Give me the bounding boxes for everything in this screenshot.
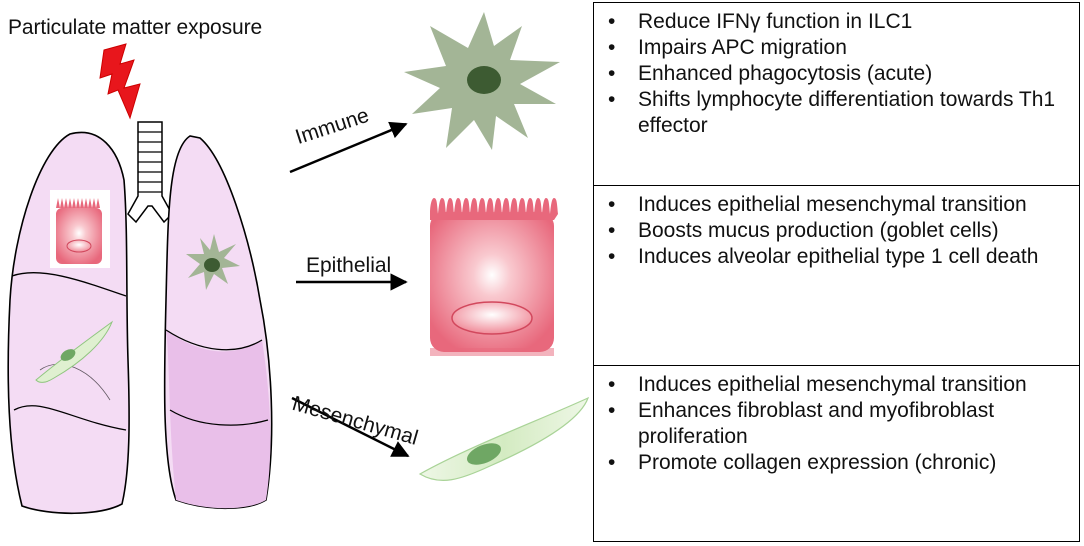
pathway-label-epithelial: Epithelial bbox=[306, 254, 392, 277]
effect-item: • Enhanced phagocytosis (acute) bbox=[594, 61, 1073, 87]
effect-text: Enhanced phagocytosis (acute) bbox=[638, 62, 933, 85]
effect-item: • Shifts lymphocyte differentiation towar… bbox=[594, 87, 1073, 139]
small-fibroblast bbox=[35, 320, 114, 383]
bullet-icon: • bbox=[608, 10, 616, 33]
effect-text: Induces alveolar epithelial type 1 cell … bbox=[638, 245, 1039, 268]
bullet-icon: • bbox=[608, 245, 616, 268]
bullet-icon: • bbox=[608, 36, 616, 59]
trachea bbox=[127, 121, 173, 224]
effect-item: • Induces epithelial mesenchymal transiti… bbox=[594, 372, 1073, 398]
fibroblast bbox=[418, 396, 590, 481]
effect-list: • Reduce IFNγ function in ILC1 • Impairs A… bbox=[594, 3, 1079, 139]
epithelial-cell bbox=[430, 198, 558, 356]
effect-text: Impairs APC migration bbox=[638, 36, 847, 59]
arrow-mesenchymal bbox=[291, 396, 410, 458]
effect-text: Enhances fibroblast and myofibroblast pr… bbox=[638, 399, 995, 448]
epithelial-effects-box: • Induces epithelial mesenchymal transiti… bbox=[594, 185, 1079, 365]
effect-item: • Boosts mucus production (goblet cells) bbox=[594, 218, 1073, 244]
arrow-immune bbox=[289, 121, 408, 174]
bullet-icon: • bbox=[608, 88, 616, 111]
effect-text: Induces epithelial mesenchymal transitio… bbox=[638, 373, 1027, 396]
lightning-icon bbox=[99, 43, 141, 120]
effect-text: Induces epithelial mesenchymal transitio… bbox=[638, 193, 1027, 216]
effect-item: • Enhances fibroblast and myofibroblast p… bbox=[594, 398, 1073, 450]
effect-item: • Promote collagen expression (chronic) bbox=[594, 450, 1073, 476]
small-immune-cell bbox=[186, 234, 240, 290]
bullet-icon: • bbox=[608, 399, 616, 422]
effect-list: • Induces epithelial mesenchymal transiti… bbox=[594, 186, 1079, 270]
bullet-icon: • bbox=[608, 451, 616, 474]
effect-item: • Reduce IFNγ function in ILC1 bbox=[594, 9, 1073, 35]
bullet-icon: • bbox=[608, 373, 616, 396]
effect-item: • Impairs APC migration bbox=[594, 35, 1073, 61]
bullet-icon: • bbox=[608, 193, 616, 216]
bullet-icon: • bbox=[608, 62, 616, 85]
effect-text: Promote collagen expression (chronic) bbox=[638, 451, 997, 474]
bullet-icon: • bbox=[608, 219, 616, 242]
small-epithelial-cell bbox=[50, 190, 110, 268]
effect-item: • Induces epithelial mesenchymal transiti… bbox=[594, 192, 1073, 218]
exposure-label: Particulate matter exposure bbox=[8, 16, 263, 39]
effects-table: • Reduce IFNγ function in ILC1 • Impairs A… bbox=[593, 2, 1080, 542]
immune-cell bbox=[404, 12, 560, 150]
right-lung bbox=[163, 135, 273, 510]
effect-text: Boosts mucus production (goblet cells) bbox=[638, 219, 999, 242]
effect-item: • Induces alveolar epithelial type 1 cell… bbox=[594, 244, 1073, 270]
effect-text: Reduce IFNγ function in ILC1 bbox=[638, 10, 913, 33]
effect-list: • Induces epithelial mesenchymal transiti… bbox=[594, 366, 1079, 476]
mesenchymal-effects-box: • Induces epithelial mesenchymal transiti… bbox=[594, 365, 1079, 540]
effect-text: Shifts lymphocyte differentiation toward… bbox=[638, 88, 1056, 137]
immune-effects-box: • Reduce IFNγ function in ILC1 • Impairs A… bbox=[594, 3, 1079, 185]
